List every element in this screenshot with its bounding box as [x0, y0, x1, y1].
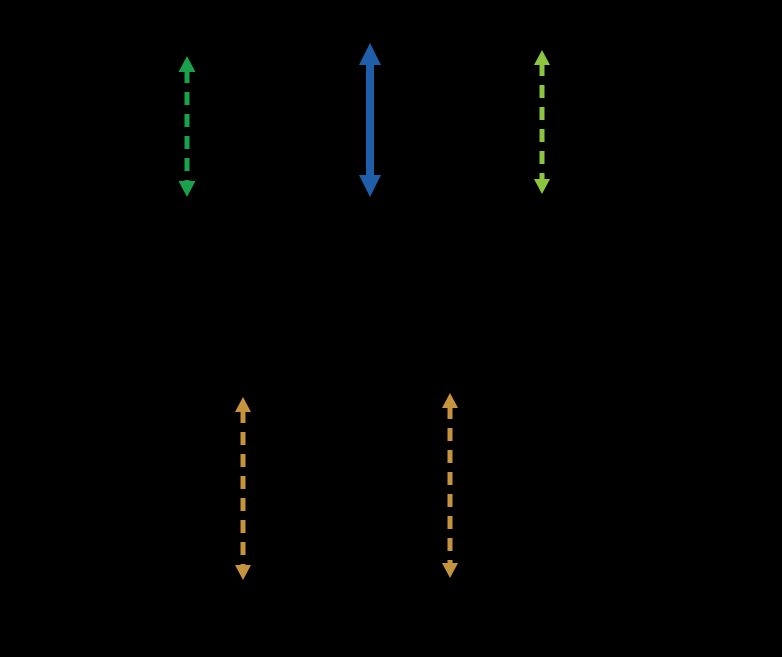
- lower-right-gold-dashed-arrow: [442, 393, 458, 578]
- arrowhead-down-icon: [442, 563, 458, 578]
- arrowhead-up-icon: [534, 50, 550, 65]
- upper-right-yellowgreen-dashed-arrow: [534, 50, 550, 194]
- arrowhead-up-icon: [178, 56, 196, 72]
- arrowhead-down-icon: [235, 565, 251, 580]
- upper-left-green-dashed-arrow: [178, 56, 196, 197]
- arrowhead-up-icon: [235, 397, 251, 412]
- upper-center-blue-solid-arrow: [359, 43, 381, 197]
- arrowhead-up-icon: [359, 43, 381, 65]
- arrowhead-down-icon: [359, 175, 381, 197]
- arrowhead-up-icon: [442, 393, 458, 408]
- arrowhead-down-icon: [178, 181, 196, 197]
- lower-left-gold-dashed-arrow: [235, 397, 251, 580]
- arrowhead-down-icon: [534, 179, 550, 194]
